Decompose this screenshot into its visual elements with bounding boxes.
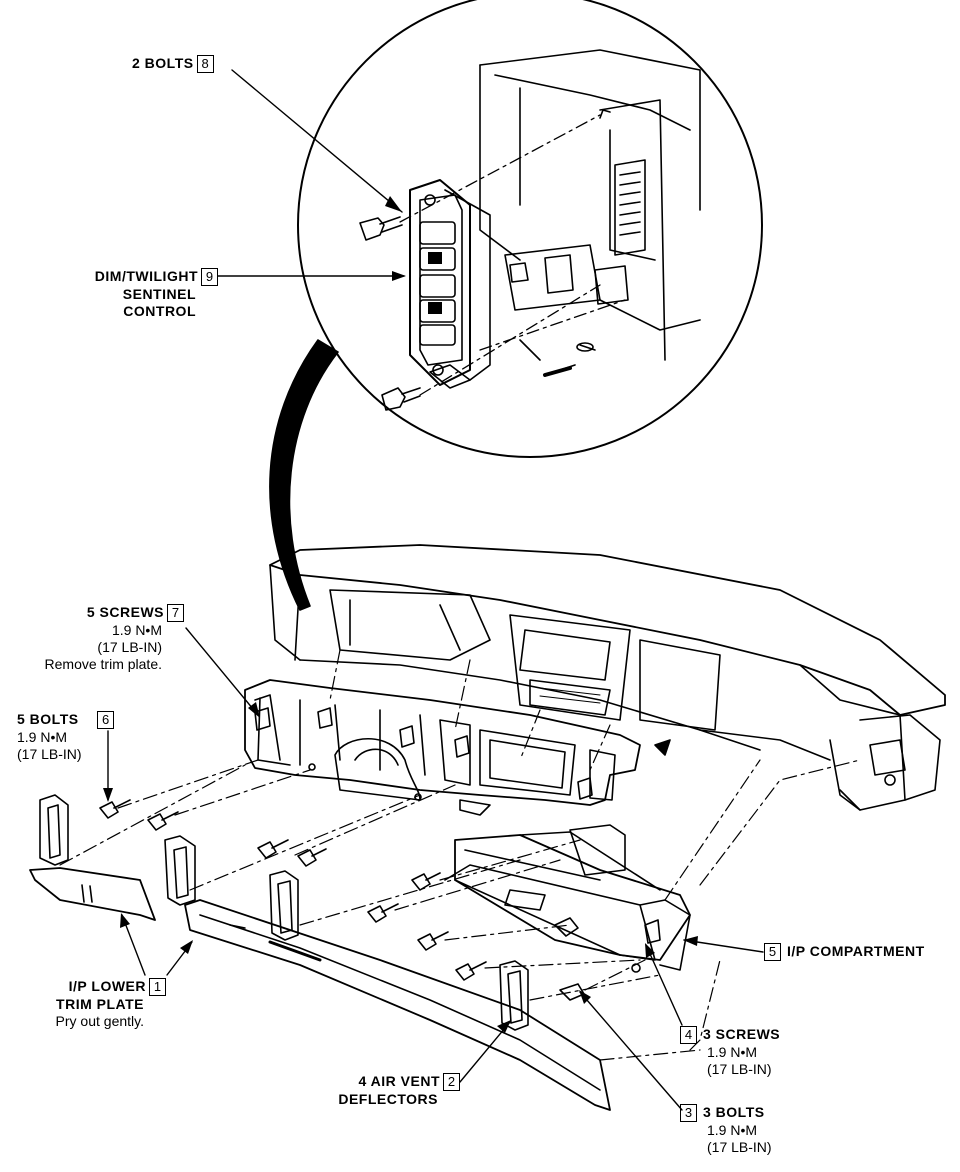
small-trim-piece xyxy=(29,867,156,921)
bezel-screws xyxy=(254,707,593,801)
callout-6-line3: (17 LB-IN) xyxy=(17,746,82,763)
callout-6: 5 BOLTS 6 1.9 N•M (17 LB-IN) xyxy=(17,711,115,763)
callout-5: 5 I/P COMPARTMENT xyxy=(764,943,925,962)
callout-8-text: 2 BOLTS xyxy=(132,55,194,71)
callout-4-line2: 1.9 N•M xyxy=(707,1044,758,1061)
callout-4-line1: 3 SCREWS xyxy=(703,1026,781,1042)
callout-2-line1: 4 AIR VENT xyxy=(358,1073,440,1089)
detail-bracket-housing xyxy=(479,49,701,376)
air-vent-deflectors xyxy=(39,794,529,1031)
callout-7-line2: 1.9 N•M xyxy=(111,622,162,639)
lower-trim-plate xyxy=(184,899,611,1111)
detail-view-circle xyxy=(297,0,763,458)
callout-7-number: 7 xyxy=(167,604,184,623)
callout-3-number: 3 xyxy=(680,1104,697,1123)
callout-3-line1: 3 BOLTS xyxy=(703,1104,765,1120)
callout-9-line3: CONTROL xyxy=(123,303,196,320)
callout-7-line4: Remove trim plate. xyxy=(44,656,162,673)
callout-4-line3: (17 LB-IN) xyxy=(707,1061,772,1078)
instrument-panel-upper xyxy=(269,544,946,811)
bolt-icons-detail xyxy=(359,216,421,411)
instrument-panel-bezel xyxy=(244,679,641,876)
detail-centerlines xyxy=(399,114,626,396)
callout-3: 3 3 BOLTS 1.9 N•M (17 LB-IN) xyxy=(680,1104,772,1156)
callout-2-number: 2 xyxy=(443,1073,460,1092)
callout-7-line1: 5 SCREWS xyxy=(86,604,164,620)
leader-arrowheads xyxy=(103,196,698,1033)
callout-6-line1: 5 BOLTS xyxy=(17,711,79,727)
callout-3-line3: (17 LB-IN) xyxy=(707,1139,772,1156)
instrument-panel-compartment xyxy=(444,831,691,973)
callout-1-line2: TRIM PLATE xyxy=(56,996,144,1013)
loose-bolts xyxy=(99,799,487,981)
assembly-centerlines xyxy=(59,649,861,1061)
callout-9-number: 9 xyxy=(201,268,218,287)
callout-7-line3: (17 LB-IN) xyxy=(97,639,162,656)
callout-3-line2: 1.9 N•M xyxy=(707,1122,758,1139)
callout-1-line3: Pry out gently. xyxy=(55,1013,144,1030)
callout-9-line2: SENTINEL xyxy=(122,286,196,303)
zoom-connector xyxy=(269,339,339,611)
twilight-sentinel-control-module xyxy=(409,179,491,389)
callout-1-number: 1 xyxy=(149,978,166,997)
callout-2-line2: DEFLECTORS xyxy=(338,1091,438,1108)
callout-4-number: 4 xyxy=(680,1026,697,1045)
callout-5-number: 5 xyxy=(764,943,781,962)
callout-6-number: 6 xyxy=(97,711,115,730)
callout-4: 4 3 SCREWS 1.9 N•M (17 LB-IN) xyxy=(680,1026,780,1078)
callout-8-number: 8 xyxy=(196,55,214,74)
callout-5-text: I/P COMPARTMENT xyxy=(787,943,925,959)
callout-1-line1: I/P LOWER xyxy=(68,978,146,994)
callout-9-line1: DIM/TWILIGHT xyxy=(94,268,198,284)
callout-6-line2: 1.9 N•M xyxy=(17,729,68,746)
